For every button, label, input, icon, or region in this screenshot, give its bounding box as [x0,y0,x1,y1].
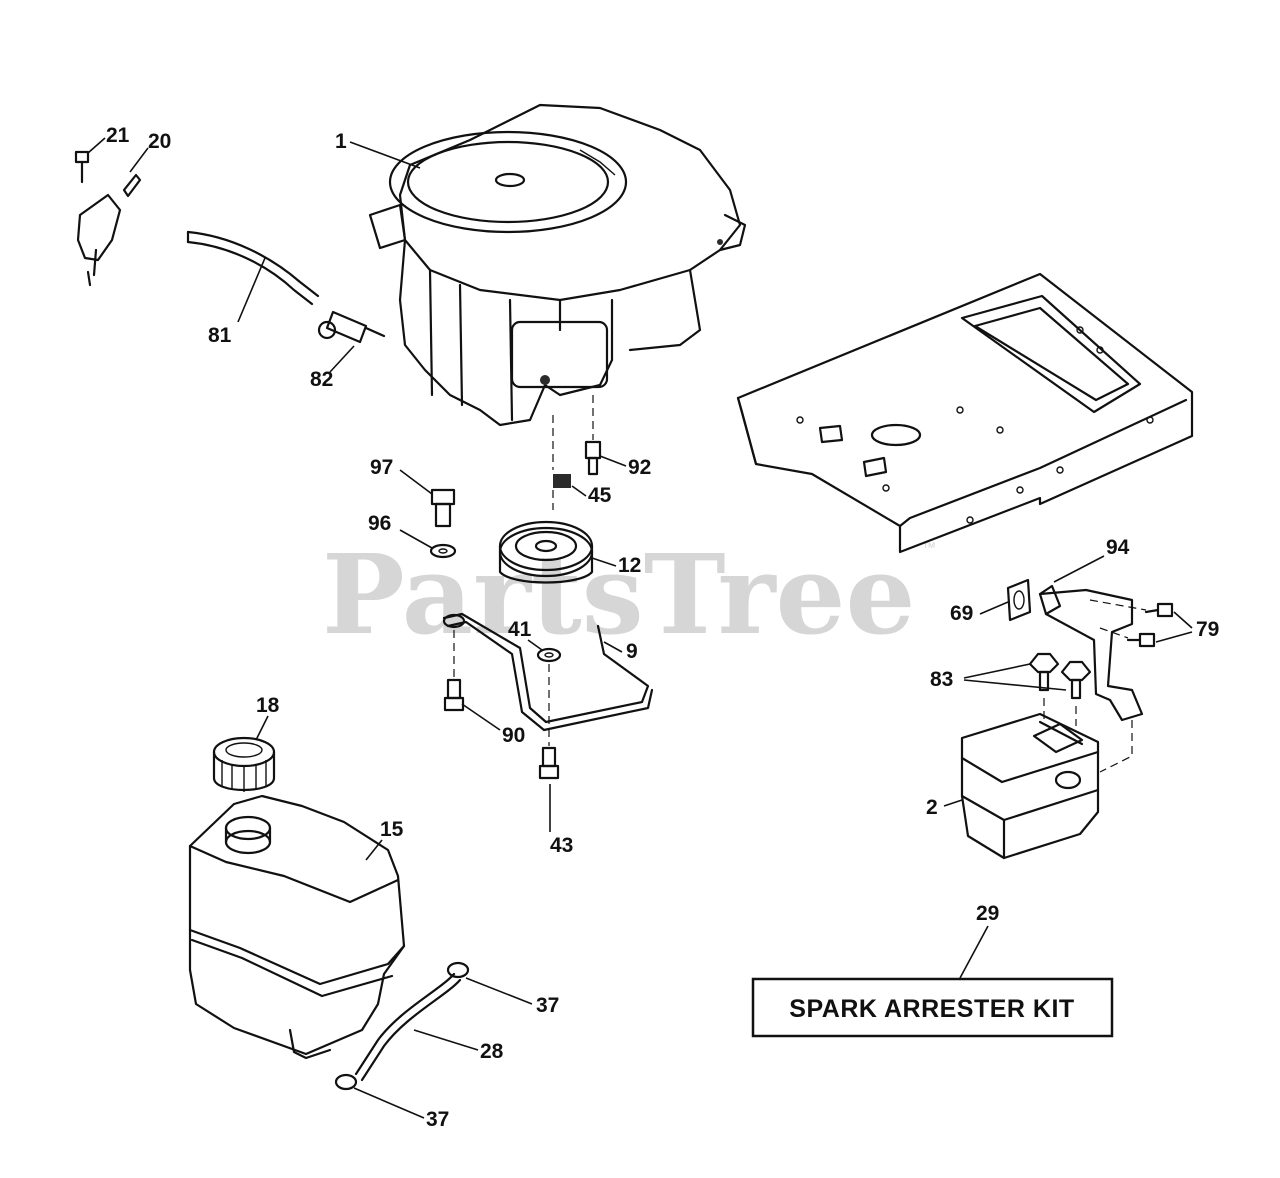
fuel-hose-28-part[interactable] [354,972,462,1082]
screw-21-part[interactable] [74,150,90,184]
callout-28: 28 [480,1040,504,1063]
pulley-12-part[interactable] [498,520,594,584]
washer-41-part[interactable] [536,647,562,663]
leader-20 [129,147,149,173]
centerline-exhaust [1099,720,1133,773]
leader-45 [571,485,587,497]
leader-29 [959,925,989,979]
callout-97: 97 [370,456,393,479]
callout-12: 12 [618,554,641,577]
callout-1: 1 [335,130,347,153]
gasket-69-part[interactable] [1006,578,1032,622]
callout-2: 2 [926,796,938,819]
callout-90: 90 [502,724,525,747]
callout-37b: 37 [426,1108,449,1131]
callout-96: 96 [368,512,391,535]
spark-arrester-kit-label: SPARK ARRESTER KIT [789,995,1074,1023]
leader-15 [365,839,383,861]
centerline-79b [1099,627,1129,639]
leader-37b [353,1087,425,1119]
belt-guide-9-part[interactable] [442,612,654,732]
callout-83: 83 [930,668,953,691]
throttle-control-part[interactable] [76,173,142,287]
callout-45: 45 [588,484,612,507]
leader-37a [465,977,533,1005]
fuel-line-81-part[interactable] [186,230,320,306]
leader-81 [237,257,266,323]
leader-28 [413,1029,479,1051]
leader-79a [1173,611,1193,629]
muffler-2-part[interactable] [960,712,1100,860]
leader-18 [255,715,269,741]
bolt-92-part[interactable] [584,440,602,476]
callout-94: 94 [1106,536,1130,559]
clamp-37-upper-part[interactable] [446,961,470,979]
bolts-79-part[interactable] [1126,602,1174,648]
callout-21: 21 [106,124,130,147]
nut-45-part[interactable] [553,474,571,488]
leader-1 [349,141,421,169]
callout-82: 82 [310,368,333,391]
bolt-90-part[interactable] [443,678,465,712]
leader-79b [1155,631,1193,643]
callout-81: 81 [208,324,232,347]
engine-part[interactable] [368,103,747,427]
chassis-plate-part[interactable] [736,272,1194,554]
exhaust-pipe-94-part[interactable] [1038,584,1144,722]
callout-15: 15 [380,818,404,841]
washer-96-part[interactable] [429,543,457,559]
watermark-text: PartsTree [322,530,916,659]
callout-43: 43 [550,834,573,857]
leader-83a [963,663,1031,679]
callout-79: 79 [1196,618,1219,641]
clamp-37-lower-part[interactable] [334,1073,358,1091]
leader-83b [963,679,1067,691]
fuel-filter-82-part[interactable] [317,310,386,344]
callout-29: 29 [976,902,999,925]
leader-94 [1053,555,1105,583]
bolt-97-part[interactable] [430,488,456,528]
callout-20: 20 [148,130,171,153]
callout-9: 9 [626,640,638,663]
leader-82 [329,345,355,373]
leader-96 [399,529,433,549]
leader-69 [979,601,1009,615]
callout-69: 69 [950,602,973,625]
leader-97 [399,469,433,495]
leader-90 [461,703,501,731]
screws-83-part[interactable] [1028,652,1092,700]
leader-12 [591,557,617,567]
leader-21 [87,137,106,154]
centerline-79a [1089,599,1147,611]
leader-92 [599,455,627,467]
leader-9 [603,641,623,653]
callout-41: 41 [508,618,532,641]
leader-41 [527,639,543,651]
callout-92: 92 [628,456,651,479]
fuel-cap-18-part[interactable] [212,736,276,792]
callout-18: 18 [256,694,280,717]
spark-arrester-kit-box[interactable]: SPARK ARRESTER KIT [751,977,1114,1038]
fuel-tank-15-part[interactable] [188,794,406,1060]
bolt-43-part[interactable] [538,746,560,780]
callout-37a: 37 [536,994,559,1017]
leader-2 [943,799,963,807]
